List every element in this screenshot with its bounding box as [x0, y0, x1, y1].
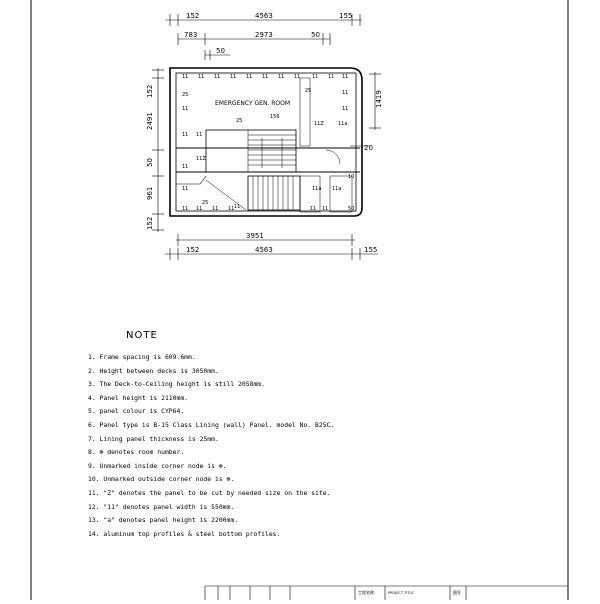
- inner-wall: [175, 72, 357, 212]
- panel-tag: 11: [196, 132, 202, 138]
- stair-treads-lower: [252, 176, 294, 210]
- panel-tag: 11: [322, 206, 328, 212]
- dim-left-4: 961: [146, 187, 154, 200]
- panel-tag-25: 25: [202, 200, 208, 206]
- panel-tag: 11: [342, 74, 348, 80]
- right-lockers: [299, 77, 353, 213]
- panel-tag-25: 25: [305, 88, 311, 94]
- outer-wall: [169, 67, 363, 217]
- title-block: [204, 585, 568, 600]
- dim-left-5: 152: [146, 217, 154, 230]
- panel-tag: 11: [212, 206, 218, 212]
- note-item: 7. Lining panel thickness is 25mm.: [88, 434, 219, 443]
- stair-upper: [205, 129, 297, 173]
- panel-tag-25: 25: [236, 118, 242, 124]
- dim-sub-middle: 2973: [255, 31, 273, 39]
- note-item: 8. ⊕ denotes room number.: [88, 448, 185, 457]
- dim-top-left: 152: [186, 12, 199, 20]
- note-item: 13. "a" denotes panel height is 2200mm.: [88, 516, 239, 525]
- note-item: 14. aluminum top profiles & steel bottom…: [88, 529, 281, 538]
- note-item: 4. Panel height is 2110mm.: [88, 393, 189, 402]
- notes-title: NOTE: [126, 330, 158, 341]
- panel-tag: 11: [182, 206, 188, 212]
- notes-section: NOTE 1. Frame spacing is 609.6mm. 2. Hei…: [88, 330, 528, 541]
- panel-tag: 11: [182, 186, 188, 192]
- panel-tag-10: 10: [348, 174, 354, 180]
- stair-lower: [247, 175, 301, 211]
- title-block-label-c: 图号: [453, 589, 461, 595]
- note-item: 10. Unmarked outside corner node is ⊕.: [88, 475, 235, 484]
- stair-treads-upper: [247, 130, 296, 172]
- panel-tag-25: 25: [182, 92, 188, 98]
- bottom-dimension-chain: [165, 234, 378, 260]
- dim-sub-left: 783: [184, 31, 197, 39]
- top-dimension-chain: [165, 14, 362, 60]
- panel-tag: 11: [294, 74, 300, 80]
- panel-tag: 11: [182, 106, 188, 112]
- panel-tag: 11: [182, 164, 188, 170]
- dim-bottom-right: 155: [364, 246, 377, 254]
- panel-tags-top: 11 11 11 11 11 11 11 11 11 11 11 11 11 1…: [182, 74, 348, 138]
- panel-tag-11a: 11a: [332, 186, 341, 192]
- dim-sub-right: 50: [311, 31, 320, 39]
- panel-tag: 11: [310, 206, 316, 212]
- panel-tag: 11: [278, 74, 284, 80]
- dim-top-right: 155: [339, 12, 352, 20]
- dim-right-1419: 1419: [375, 90, 383, 108]
- note-item: 11. "Z" denotes the panel to be cut by n…: [88, 488, 331, 497]
- sheet-border: [30, 0, 569, 600]
- left-dimension-chain: [152, 68, 164, 232]
- note-item: 12. "11" denotes panel width is 550mm.: [88, 502, 235, 511]
- note-item: 2. Height between decks is 3050mm.: [88, 366, 219, 375]
- panel-tag: 11: [214, 74, 220, 80]
- right-dimension-chain: [350, 72, 381, 147]
- room-name: EMERGENCY GEN. ROOM: [215, 100, 290, 107]
- dim-small: 50: [216, 47, 225, 55]
- title-block-label-a: 工程名称: [358, 589, 374, 595]
- panel-tag: 11: [182, 74, 188, 80]
- panel-tag-11a: 11a: [312, 186, 321, 192]
- panel-tag: 11: [230, 74, 236, 80]
- panel-tag: 11: [234, 204, 240, 210]
- title-block-label-b: PROJECT TITLE: [388, 591, 414, 595]
- note-item: 1. Frame spacing is 609.6mm.: [88, 353, 196, 361]
- panel-tag: 11: [198, 74, 204, 80]
- panel-tag: 11: [262, 74, 268, 80]
- panel-tag: 11: [196, 206, 202, 212]
- panel-tag-11z: 11Z: [196, 156, 206, 162]
- dim-left-1: 152: [146, 85, 154, 98]
- floor-plan: [169, 67, 363, 217]
- dim-left-3: 50: [146, 158, 154, 167]
- panel-tag-11z: 11Z: [314, 121, 324, 127]
- panel-tag: 11: [312, 74, 318, 80]
- panel-tag-50: 50: [348, 206, 354, 212]
- note-item: 6. Panel type is B-15 Class Lining (wall…: [88, 420, 335, 429]
- notes-list: 1. Frame spacing is 609.6mm. 2. Height b…: [88, 351, 528, 541]
- panel-tag: 11: [328, 74, 334, 80]
- panel-tags-bottom: 11 11 11 11 11 11 11 11 25 11Z 11a 11a 5…: [182, 156, 354, 212]
- panel-tag: 11: [182, 132, 188, 138]
- dim-bottom-middle: 4563: [255, 246, 273, 254]
- dim-bottom-left: 152: [186, 246, 199, 254]
- panel-tag: 11: [246, 74, 252, 80]
- dim-right-20: 20: [364, 144, 373, 152]
- panel-tag: 11: [342, 90, 348, 96]
- panel-tag-11a: 11a: [338, 121, 347, 127]
- panel-tag-156: 156: [270, 114, 280, 120]
- note-item: 9. Unmarked inside corner node is ⊕.: [88, 461, 227, 470]
- dim-bottom-3951: 3951: [246, 232, 264, 240]
- note-item: 3. The Deck-to-Ceiling height is still 2…: [88, 380, 265, 389]
- dim-left-2: 2491: [146, 112, 154, 130]
- panel-tag: 11: [228, 206, 234, 212]
- door-swing: [325, 149, 341, 165]
- dim-top-middle: 4563: [255, 12, 273, 20]
- panel-tag: 11: [342, 106, 348, 112]
- note-item: 5. panel colour is CYP64.: [88, 407, 185, 416]
- stair-landing-diagonal: [205, 179, 247, 211]
